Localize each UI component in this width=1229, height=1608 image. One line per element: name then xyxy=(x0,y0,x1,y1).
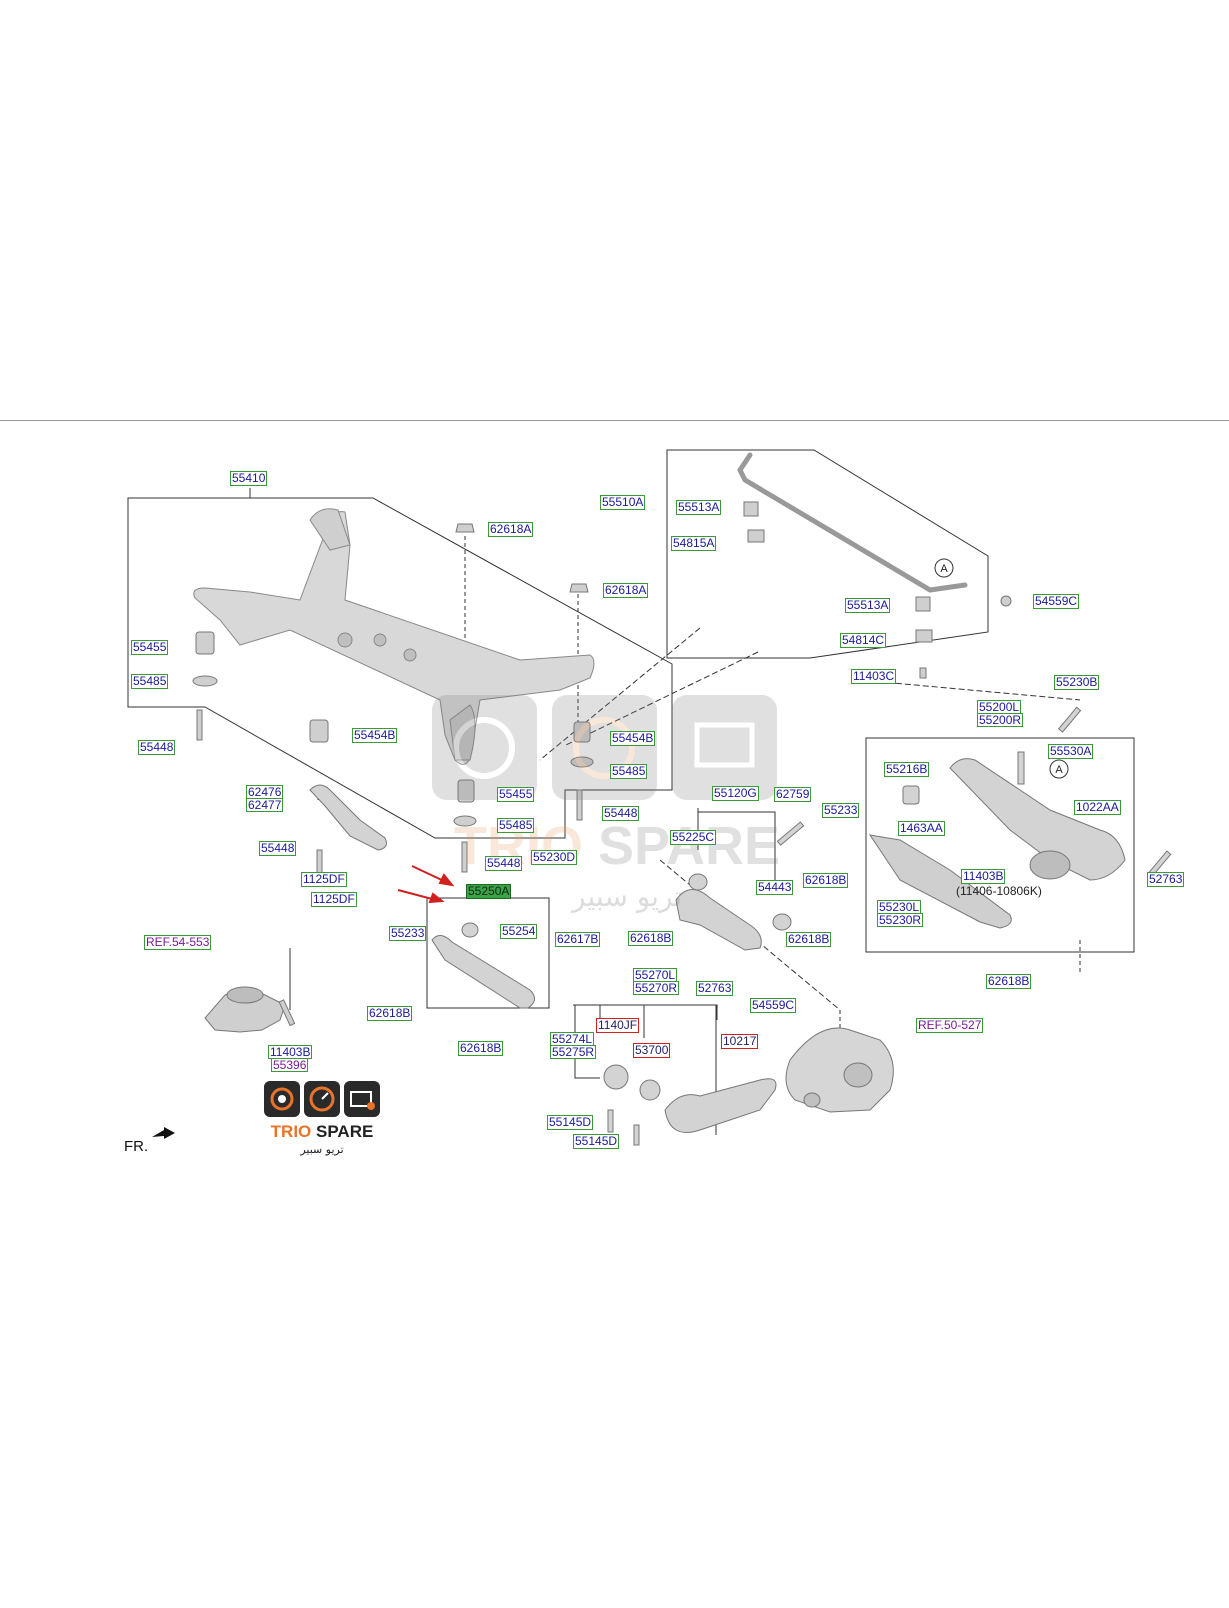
part-label-55120g[interactable]: 55120G xyxy=(712,786,759,801)
part-label-55230l[interactable]: 55230L xyxy=(877,900,922,914)
part-label-55510a[interactable]: 55510A xyxy=(600,495,646,510)
part-label-62618b[interactable]: 62618B xyxy=(367,1006,413,1021)
part-label-54815a[interactable]: 54815A xyxy=(671,536,717,551)
part-label-55410[interactable]: 55410 xyxy=(230,471,268,486)
ref-label-50-527[interactable]: REF.50-527 xyxy=(916,1018,984,1033)
part-label-55454b[interactable]: 55454B xyxy=(352,728,398,743)
part-label-62477[interactable]: 62477 xyxy=(246,798,284,812)
part-label-55200l[interactable]: 55200L xyxy=(977,700,1022,714)
logo-icons xyxy=(264,1081,380,1117)
part-label-62618b[interactable]: 62618B xyxy=(458,1041,504,1056)
part-label-62618b[interactable]: 62618B xyxy=(803,873,849,888)
part-label-55455[interactable]: 55455 xyxy=(497,787,535,802)
subframe-box xyxy=(127,488,673,839)
part-label-1125df[interactable]: 1125DF xyxy=(311,892,357,907)
part-label-1022aa[interactable]: 1022AA xyxy=(1074,800,1121,815)
part-label-1140jf[interactable]: 1140JF xyxy=(596,1018,640,1033)
part-label-54814c[interactable]: 54814C xyxy=(840,633,887,648)
part-label-1463aa[interactable]: 1463AA xyxy=(898,821,945,836)
part-label-55448[interactable]: 55448 xyxy=(259,841,297,856)
ref-label-54-553[interactable]: REF.54-553 xyxy=(144,935,212,950)
part-label-52763[interactable]: 52763 xyxy=(1147,872,1185,887)
part-label-55448[interactable]: 55448 xyxy=(138,740,176,755)
part-label-54559c[interactable]: 54559C xyxy=(1033,594,1080,609)
part-label-55233[interactable]: 55233 xyxy=(389,926,427,941)
part-label-52763[interactable]: 52763 xyxy=(696,981,734,996)
part-label-55250a-highlighted[interactable]: 55250A xyxy=(466,884,512,899)
part-label-55396[interactable]: 55396 xyxy=(271,1058,309,1072)
part-label-62618b[interactable]: 62618B xyxy=(628,931,674,946)
part-label-55485[interactable]: 55485 xyxy=(497,818,535,833)
part-label-55230b[interactable]: 55230B xyxy=(1054,675,1100,690)
supersession-note: (11406-10806K) xyxy=(956,884,1042,898)
part-label-55455[interactable]: 55455 xyxy=(131,640,169,655)
part-label-11403b[interactable]: 11403B xyxy=(961,869,1006,884)
part-label-54559c[interactable]: 54559C xyxy=(750,998,797,1013)
part-label-62618b[interactable]: 62618B xyxy=(786,932,832,947)
part-label-55275r[interactable]: 55275R xyxy=(550,1045,597,1059)
part-label-55454b[interactable]: 55454B xyxy=(610,731,656,746)
logo-arabic-text: تريو سبير xyxy=(300,1143,344,1156)
part-label-1125df[interactable]: 1125DF xyxy=(301,872,347,887)
circle-a-marker: A xyxy=(940,563,948,575)
part-label-10217[interactable]: 10217 xyxy=(721,1034,759,1049)
part-label-55225c[interactable]: 55225C xyxy=(670,830,717,845)
front-direction-label: FR. xyxy=(124,1138,149,1155)
part-label-55233[interactable]: 55233 xyxy=(822,803,860,818)
part-label-55216b[interactable]: 55216B xyxy=(884,762,930,777)
part-label-11403c[interactable]: 11403C xyxy=(851,669,897,684)
part-label-62476[interactable]: 62476 xyxy=(246,785,284,799)
part-label-55448[interactable]: 55448 xyxy=(485,856,523,871)
part-label-11403b[interactable]: 11403B xyxy=(268,1045,313,1059)
trio-spare-logo: TRIO SPARE تريو سبير xyxy=(262,1080,382,1160)
part-label-55485[interactable]: 55485 xyxy=(131,674,169,689)
part-label-54443[interactable]: 54443 xyxy=(756,880,794,895)
part-label-62618b[interactable]: 62618B xyxy=(986,974,1032,989)
part-label-55485[interactable]: 55485 xyxy=(610,764,648,779)
part-label-62617b[interactable]: 62617B xyxy=(555,932,601,947)
part-label-62618a[interactable]: 62618A xyxy=(603,583,649,598)
stabilizer-box xyxy=(666,449,989,659)
circle-a-marker: A xyxy=(1055,764,1063,776)
part-label-55230r[interactable]: 55230R xyxy=(877,913,924,927)
part-label-55145d[interactable]: 55145D xyxy=(547,1115,594,1130)
front-arrow-icon xyxy=(152,1127,175,1139)
part-label-62759[interactable]: 62759 xyxy=(774,787,812,802)
part-label-55230d[interactable]: 55230D xyxy=(531,850,578,865)
lower-arm-box xyxy=(865,737,1135,953)
logo-brand-text: TRIO SPARE xyxy=(270,1122,374,1141)
part-label-53700[interactable]: 53700 xyxy=(633,1043,671,1058)
part-label-55270r[interactable]: 55270R xyxy=(633,981,680,995)
part-label-55145d[interactable]: 55145D xyxy=(573,1134,620,1149)
part-label-55530a[interactable]: 55530A xyxy=(1048,744,1094,759)
part-label-62618a[interactable]: 62618A xyxy=(488,522,534,537)
part-label-55448[interactable]: 55448 xyxy=(602,806,640,821)
part-label-55254[interactable]: 55254 xyxy=(500,924,538,939)
part-label-55270l[interactable]: 55270L xyxy=(633,968,678,982)
part-label-55200r[interactable]: 55200R xyxy=(977,713,1024,727)
part-label-55513a[interactable]: 55513A xyxy=(845,598,891,613)
separator-line xyxy=(0,420,1229,421)
part-label-55513a[interactable]: 55513A xyxy=(676,500,722,515)
part-label-55274l[interactable]: 55274L xyxy=(550,1032,595,1046)
